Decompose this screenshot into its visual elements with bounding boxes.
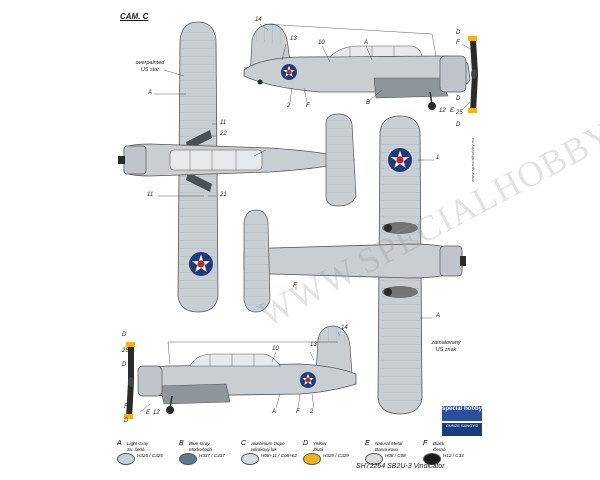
side-url-text: www.specialhobby.eu [470,138,475,182]
legend-color-chip [365,453,383,465]
overpainted-star-note: overpainted US star [130,60,170,73]
callout-E: E [146,410,151,416]
callout-10: 10 [318,40,325,46]
overpainted-text: overpainted [135,60,165,66]
callout-11: 11 [220,120,227,126]
special-hobby-logo: special hobby GUNZE SANGYO [442,406,482,436]
callout-F: F [293,283,297,289]
callout-F: F [306,103,310,109]
callout-12: 12 [439,108,446,114]
callout-A: A [148,90,153,96]
callout-D: D [456,122,461,128]
callout-A: A [436,313,441,319]
legend-codes: H08 / C08 [385,453,406,458]
callout-13: 13 [290,36,297,42]
callout-A: A [364,40,369,46]
callout-14: 14 [255,17,262,23]
legend-codes: H08+11 / C08+62 [261,453,297,458]
callout-F: F [456,40,460,46]
legend-codes: H12 / C33 [443,453,464,458]
bottom-roundel-2 [189,252,213,276]
camouflage-title: CAM. C [120,12,149,21]
callout-A: A [272,409,277,415]
callout-2: 2 [310,409,314,415]
bottom-view [189,115,466,415]
top-side-profile [243,23,478,113]
legend-letter: B [179,440,184,447]
bottom-side-profile [124,325,357,419]
callout-13: 13 [310,342,317,348]
callout-2: 2 [287,103,291,109]
kit-title: SH72264 SB2U-3 Vindicator [356,463,445,470]
callout-11: 11 [147,192,154,198]
legend-codes: H337 / C337 [199,453,225,458]
legend-color-chip [303,453,321,465]
legend-color-chip [117,453,135,465]
callout-D: D [456,96,461,102]
legend-codes: H325 / C325 [137,453,163,458]
callout-25: 25 [122,348,129,354]
zamalovany-znak-note: zamalovaný US znak [426,340,466,353]
callout-12: 12 [153,410,160,416]
callout-D: D [122,332,127,338]
callout-F: F [296,409,300,415]
legend-letter: D [303,440,309,447]
callout-10: 10 [272,346,279,352]
callout-D: D [122,362,127,368]
zamalovany-text: zamalovaný [431,340,461,346]
legend-letter: F [423,440,428,447]
legend-letter: A [117,440,122,447]
callout-22: 22 [220,131,227,137]
callout-14: 14 [341,325,348,331]
brand-top: special hobby [442,406,482,421]
legend-color-chip [423,453,441,465]
legend-color-chip [179,453,197,465]
brand-bottom: GUNZE SANGYO [442,423,482,436]
callout-21: 21 [220,192,227,198]
callout-D: D [456,30,461,36]
callout-D: D [124,418,129,424]
legend-color-chip [241,453,259,465]
legend-letter: C [241,440,247,447]
callout-1: 1 [436,155,440,161]
callout-F: F [124,404,128,410]
callout-B: B [366,100,371,106]
callout-E: E [450,108,455,114]
top-view [118,21,357,313]
bottom-roundel-1 [388,148,412,172]
us-star-text: US star [140,66,160,73]
us-znak-text: US znak [435,346,457,353]
callout-25: 25 [456,110,463,116]
legend-codes: H329 / C329 [323,453,349,458]
legend-letter: E [365,440,370,447]
